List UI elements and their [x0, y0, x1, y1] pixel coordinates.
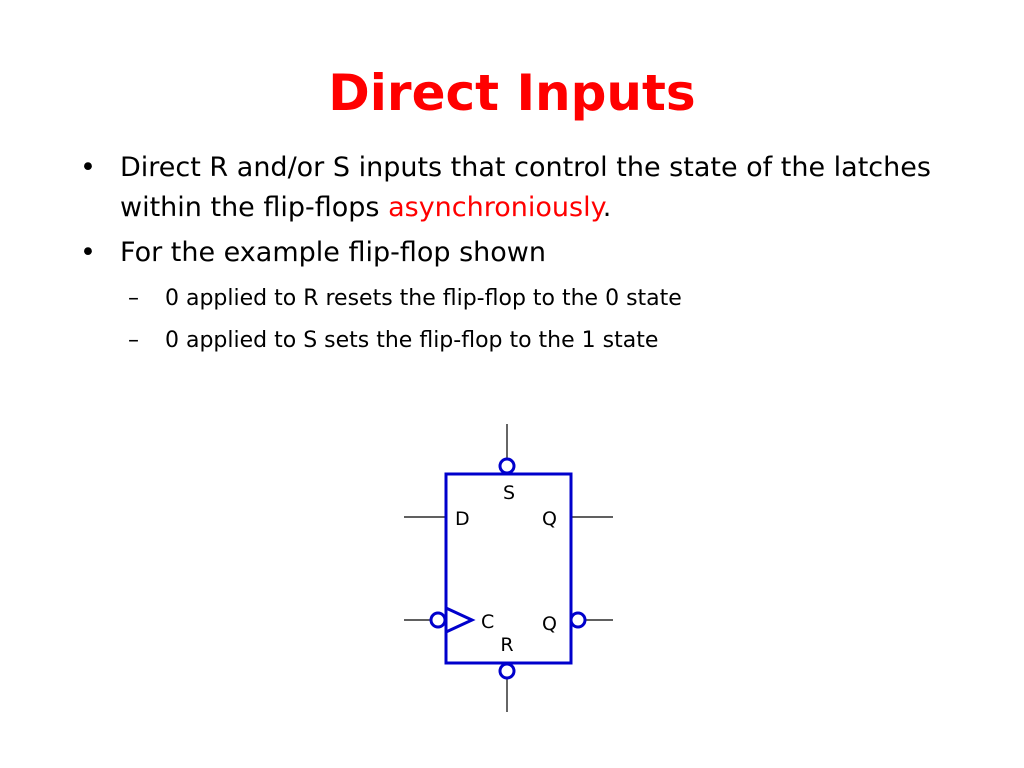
bullet-text-end: . — [602, 192, 612, 223]
r-inversion-bubble — [498, 662, 516, 680]
bullet-text: For the example flip-flop shown — [120, 237, 546, 268]
sub-bullet-reset: – 0 applied to R resets the flip-flop to… — [80, 278, 960, 320]
emphasis-text: asynchroniously — [388, 192, 603, 223]
sub-bullet-list: – 0 applied to R resets the flip-flop to… — [80, 278, 960, 362]
flip-flop-body — [444, 472, 573, 665]
r-label: R — [500, 634, 513, 656]
q-bar-label: Q — [542, 613, 557, 635]
sub-bullet-text: 0 applied to S sets the flip-flop to the… — [165, 328, 659, 353]
s-inversion-bubble — [498, 457, 516, 475]
q-bar-inversion-bubble — [569, 611, 587, 629]
c-label: C — [481, 611, 494, 633]
sub-bullet-text: 0 applied to R resets the flip-flop to t… — [165, 286, 682, 311]
clock-triangle — [445, 606, 476, 634]
sub-bullet-marker: – — [128, 328, 139, 353]
sub-bullet-group: – 0 applied to R resets the flip-flop to… — [80, 278, 960, 362]
clock-inversion-bubble — [429, 611, 447, 629]
bullet-direct-inputs: • Direct R and/or S inputs that control … — [80, 148, 960, 228]
bullet-text: Direct R and/or S inputs that control th… — [120, 152, 931, 223]
d-label: D — [455, 508, 470, 530]
slide-title: Direct Inputs — [328, 64, 696, 122]
bullet-marker: • — [80, 152, 96, 183]
bullet-list: • Direct R and/or S inputs that control … — [80, 148, 960, 362]
sub-bullet-marker: – — [128, 286, 139, 311]
bullet-example: • For the example flip-flop shown — [80, 233, 960, 273]
bullet-marker: • — [80, 237, 96, 268]
s-label: S — [503, 482, 515, 504]
q-label: Q — [542, 508, 557, 530]
sub-bullet-set: – 0 applied to S sets the flip-flop to t… — [80, 320, 960, 362]
